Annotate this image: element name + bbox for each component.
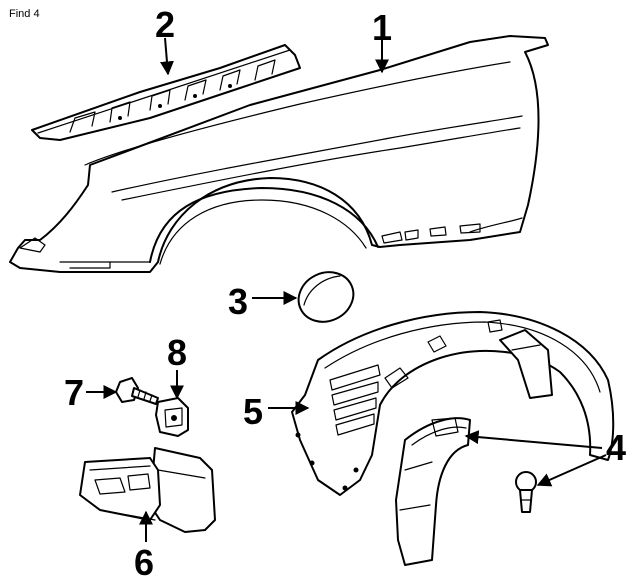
leader-arrows [86, 37, 607, 542]
callout-5: 5 [243, 391, 263, 432]
fender-bracket-part[interactable] [31, 44, 301, 141]
splash-shield-part[interactable] [395, 417, 471, 566]
cap-part[interactable] [290, 263, 361, 330]
find-label: Find 4 [9, 8, 40, 20]
callout-3: 3 [228, 281, 248, 322]
callout-7: 7 [64, 372, 84, 413]
callout-6: 6 [134, 542, 154, 580]
callout-2: 2 [155, 4, 175, 45]
arrow-2 [159, 37, 174, 76]
nut-clip-part[interactable] [155, 397, 189, 437]
support-bracket-part[interactable] [79, 447, 216, 533]
fender-liner-part[interactable] [291, 311, 615, 496]
arrow-4a [464, 430, 603, 449]
bolt-part[interactable] [115, 377, 159, 405]
fender-part[interactable] [9, 35, 549, 273]
arrow-4b [536, 454, 607, 487]
callout-4: 4 [606, 427, 626, 468]
callout-1: 1 [372, 7, 392, 48]
callout-8: 8 [167, 332, 187, 373]
clip-part[interactable] [515, 471, 537, 513]
